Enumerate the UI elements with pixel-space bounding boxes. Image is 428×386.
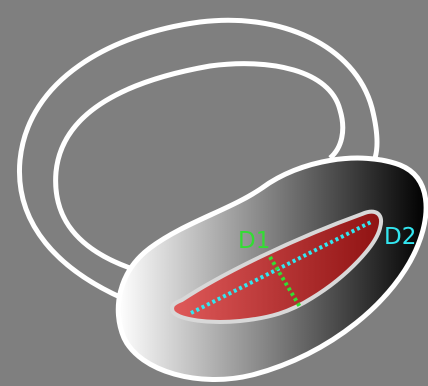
d1-measurement-line	[268, 255, 302, 309]
d2-measurement-line	[190, 220, 372, 315]
d1-label: D1	[238, 228, 270, 254]
inner-loop-outline	[53, 61, 346, 271]
d2-label: D2	[384, 224, 416, 250]
outer-loop-outline	[16, 17, 380, 301]
